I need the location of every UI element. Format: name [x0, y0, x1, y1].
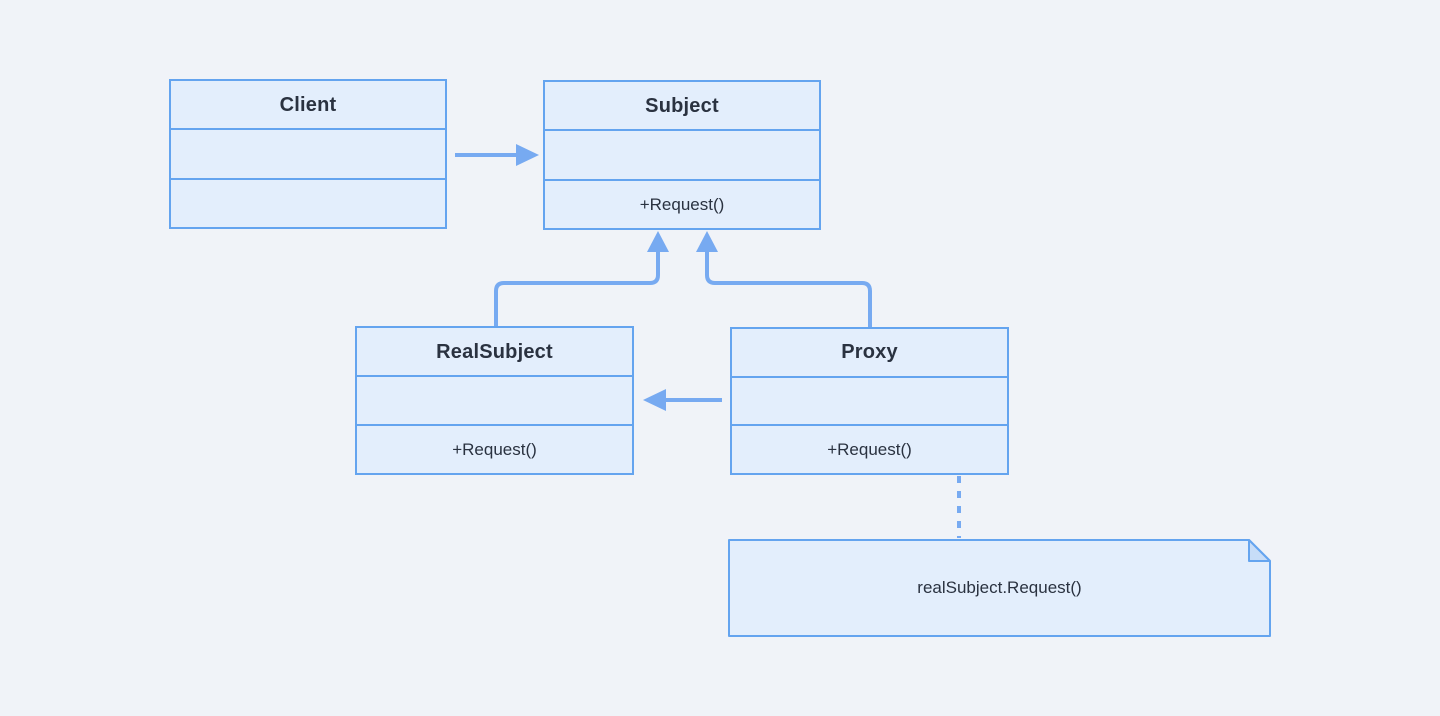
- class-title: Client: [279, 93, 337, 116]
- class-attributes-compartment: [732, 375, 1007, 425]
- arrowhead-up-icon: [696, 231, 718, 252]
- arrow-proxy-to-realsubject: [643, 389, 722, 411]
- class-node-proxy: Proxy +Request(): [730, 327, 1009, 475]
- class-methods-compartment: +Request(): [545, 178, 819, 228]
- class-title: Subject: [645, 94, 719, 117]
- arrowhead-left-icon: [643, 389, 666, 411]
- class-node-subject: Subject +Request(): [543, 80, 821, 230]
- class-methods-compartment: +Request(): [732, 424, 1007, 473]
- class-methods-compartment: +Request(): [357, 424, 632, 473]
- class-node-client: Client: [169, 79, 447, 229]
- class-title: Proxy: [841, 341, 898, 364]
- arrowhead-right-icon: [516, 144, 539, 166]
- class-attributes-compartment: [171, 128, 445, 177]
- arrow-realsubject-to-subject: [494, 231, 669, 326]
- class-node-realsubject: RealSubject +Request(): [355, 326, 634, 475]
- arrow-proxy-to-subject: [696, 231, 872, 327]
- class-methods-compartment: [171, 177, 445, 227]
- arrowhead-up-icon: [647, 231, 669, 252]
- note-text: realSubject.Request(): [917, 578, 1082, 597]
- arrow-client-to-subject: [455, 144, 539, 166]
- class-attributes-compartment: [545, 129, 819, 178]
- class-title: RealSubject: [436, 340, 553, 363]
- class-attributes-compartment: [357, 375, 632, 424]
